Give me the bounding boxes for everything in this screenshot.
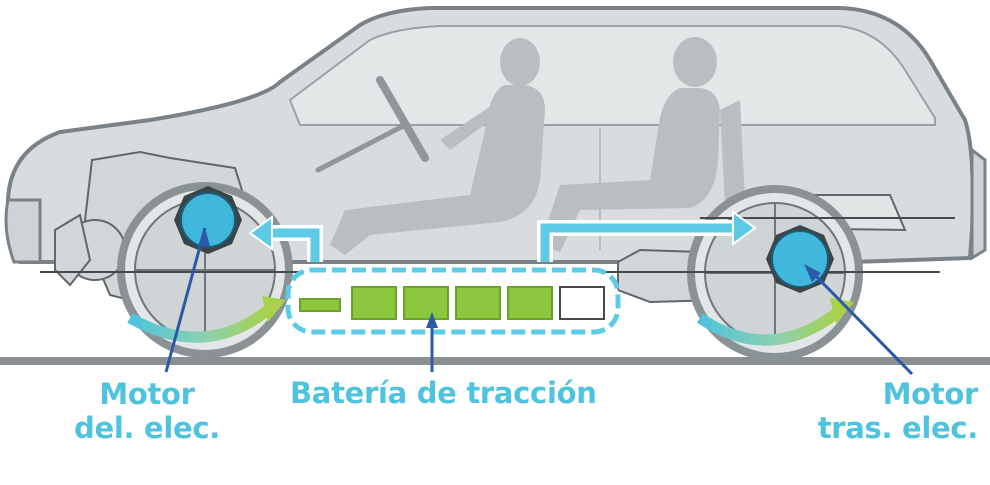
battery-cell	[403, 286, 449, 320]
pointer-front-motor	[164, 227, 210, 373]
pointer-rear-motor	[804, 264, 914, 376]
ground-line	[0, 357, 990, 365]
front-wheel	[117, 182, 293, 358]
driver-silhouette	[330, 38, 545, 255]
battery-cell	[559, 286, 605, 320]
pointer-battery	[426, 312, 438, 372]
battery-cell	[507, 286, 553, 320]
front-motor-label-line2: del. elec.	[74, 411, 220, 445]
battery-cells	[299, 286, 605, 320]
rear-rotation-arrowhead	[830, 298, 854, 324]
battery-label: Batería de tracción	[290, 376, 597, 410]
battery-cell	[299, 298, 341, 312]
front-motor-label: Motor del. elec.	[72, 377, 222, 445]
traction-battery	[285, 267, 621, 335]
front-motor-icon	[174, 186, 242, 254]
front-bumper	[4, 198, 42, 264]
rear-rotation-arrow	[696, 307, 842, 346]
front-rotation-arrowhead	[262, 296, 286, 322]
passenger-silhouette	[540, 37, 745, 252]
front-rotation-arrow	[127, 305, 272, 343]
battery-cell	[351, 286, 397, 320]
battery-cell	[455, 286, 501, 320]
rear-motor-label-line1: Motor	[882, 377, 979, 411]
steering-column	[315, 122, 408, 173]
steering-wheel	[376, 76, 429, 162]
front-motor-label-line1: Motor	[99, 377, 195, 411]
rear-bumper	[970, 146, 987, 261]
rear-motor-label-line2: tras. elec.	[817, 411, 979, 445]
power-flow-arrow-front	[248, 215, 323, 262]
car-windows	[288, 25, 936, 126]
rear-motor-label: Motor tras. elec.	[800, 377, 979, 445]
power-flow-arrow-rear	[537, 210, 757, 262]
